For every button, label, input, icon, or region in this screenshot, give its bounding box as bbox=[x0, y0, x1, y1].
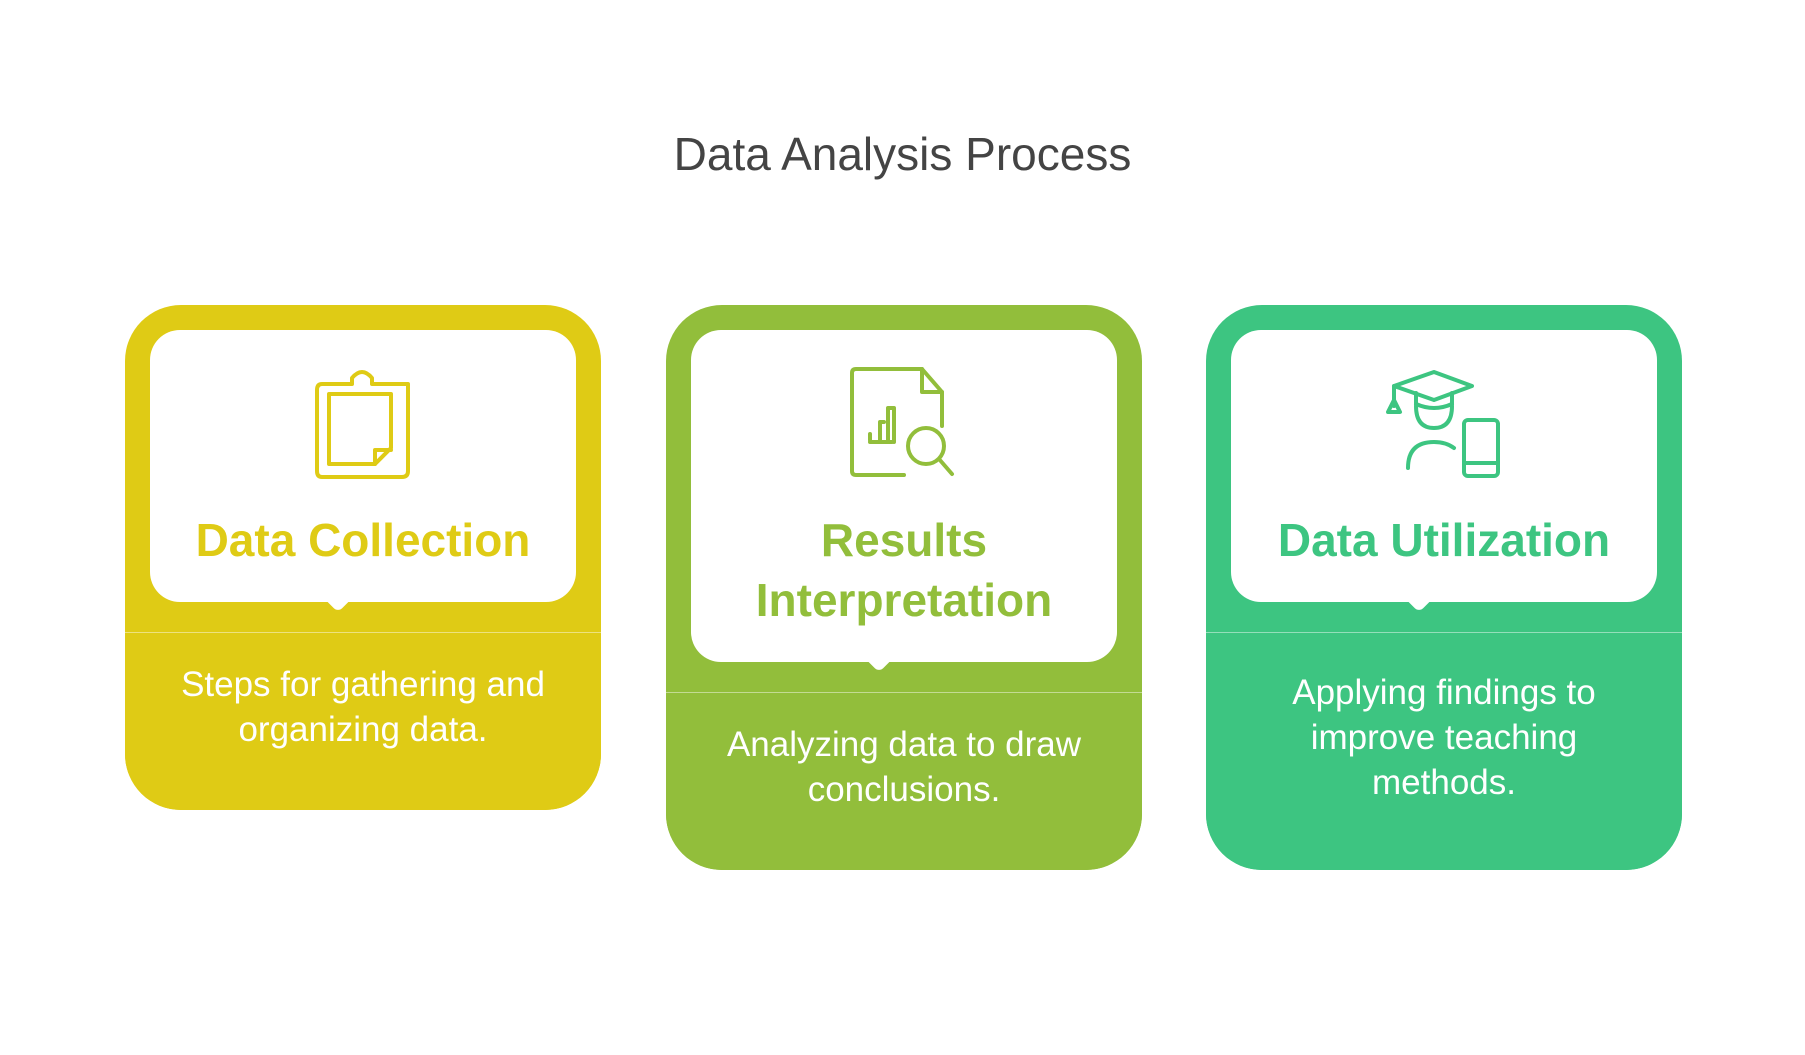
step-heading: Results Interpretation bbox=[691, 510, 1117, 630]
clipboard-icon bbox=[315, 370, 410, 479]
card-band bbox=[125, 632, 601, 810]
step-heading-line: Interpretation bbox=[755, 574, 1053, 626]
step-description: Steps for gathering and organizing data. bbox=[181, 665, 545, 749]
step-heading: Data Collection bbox=[195, 514, 531, 566]
step-description: Applying findings to improve teaching me… bbox=[1292, 673, 1596, 802]
graduate-mobile-icon bbox=[1386, 370, 1500, 478]
step-card-data-utilization: Data Utilization Applying findings to im… bbox=[1206, 305, 1682, 870]
card-panel: Data Utilization bbox=[1231, 330, 1657, 602]
card-panel: Results Interpretation bbox=[691, 330, 1117, 662]
step-card-data-collection: Data Collection Steps for gathering and … bbox=[125, 305, 601, 810]
card-panel: Data Collection bbox=[150, 330, 576, 602]
page-title: Data Analysis Process bbox=[673, 128, 1132, 180]
card-band bbox=[1206, 632, 1682, 870]
step-card-results-interpretation: Results Interpretation Analyzing data to… bbox=[666, 305, 1142, 870]
document-chart-search-icon bbox=[850, 367, 954, 477]
card-band bbox=[666, 692, 1142, 870]
step-heading: Data Utilization bbox=[1277, 514, 1611, 566]
step-heading-line: Results bbox=[820, 514, 988, 566]
step-description: Analyzing data to draw conclusions. bbox=[726, 725, 1082, 809]
